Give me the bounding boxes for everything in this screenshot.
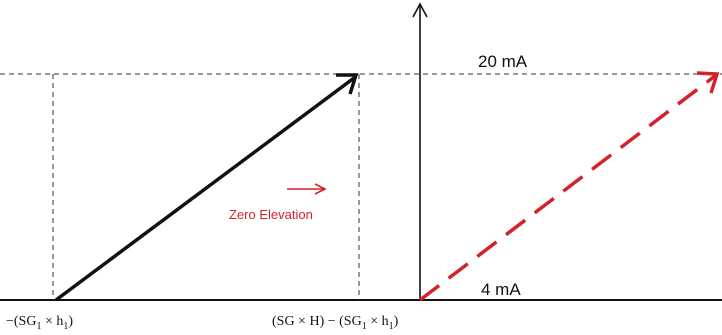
original-range-arrow — [54, 76, 356, 302]
original-range-arrowhead — [336, 73, 359, 95]
right-point-mid: × h — [367, 314, 389, 329]
top-current-label: 20 mA — [478, 52, 528, 71]
right-point-label: (SG × H) − (SG1 × h1) — [272, 314, 399, 332]
elevated-range-dashed-arrow — [418, 74, 717, 302]
bottom-current-label: 4 mA — [481, 280, 521, 299]
left-point-label: −(SG1 × h1) — [6, 314, 73, 332]
zero-elevation-caption: Zero Elevation — [229, 207, 313, 222]
shift-direction-arrowhead — [314, 183, 327, 195]
left-point-open: −(SG — [6, 314, 36, 329]
right-point-open: (SG × H) − (SG — [272, 314, 362, 329]
left-point-mid: × h — [41, 314, 63, 329]
elevated-range-arrowhead — [696, 71, 720, 94]
right-point-close: ) — [394, 314, 399, 329]
left-point-sub1: 1 — [36, 321, 41, 332]
right-point-sub2: 1 — [389, 321, 394, 332]
right-point-sub1: 1 — [362, 321, 367, 332]
left-point-close: ) — [68, 314, 73, 329]
vertical-axis-arrowhead — [412, 2, 428, 18]
left-point-sub2: 1 — [63, 321, 68, 332]
